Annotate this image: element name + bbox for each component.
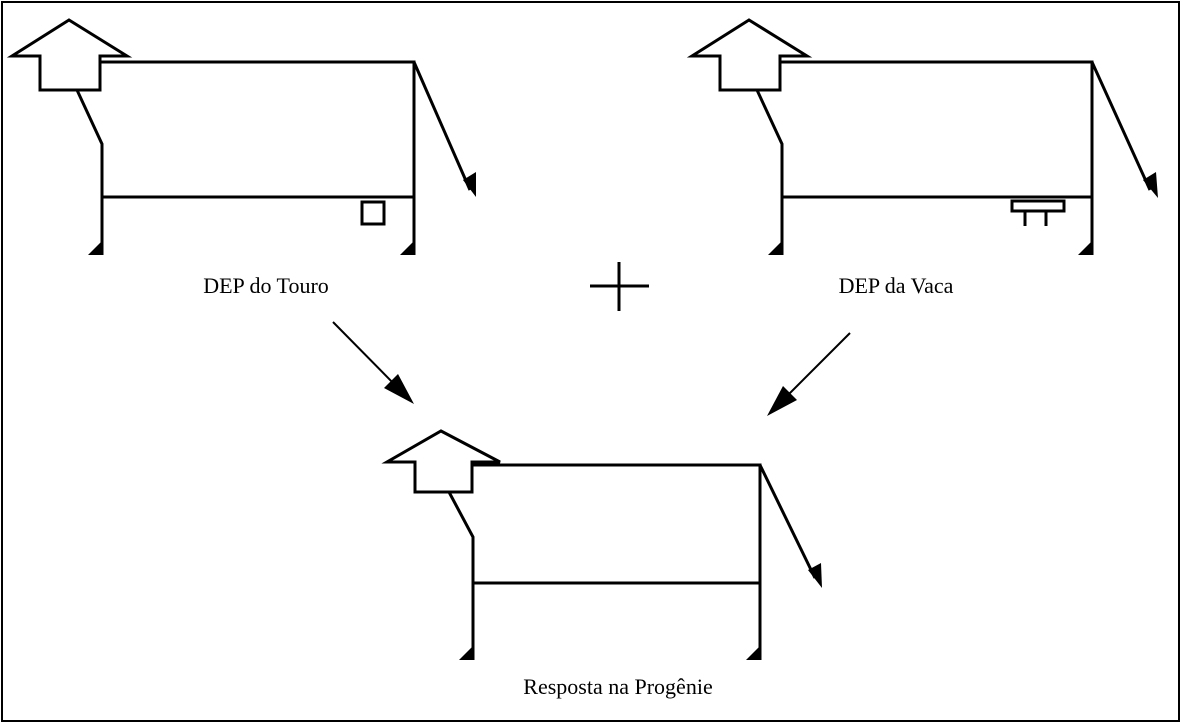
cow-tail-line [1090, 61, 1152, 191]
bull-tail-tip [463, 172, 476, 197]
bull-front-hoof [88, 241, 102, 255]
bull-rear-hoof [400, 241, 414, 255]
plus-sign [590, 262, 649, 311]
bull-scrotum [360, 200, 386, 226]
cow-figure [686, 18, 1158, 255]
arrow-bull-shaft [332, 321, 401, 391]
cow-teats [1023, 211, 1048, 226]
arrow-cow-to-progeny [767, 332, 851, 416]
bull-tail-line [412, 61, 472, 191]
progeny-figure [381, 429, 822, 660]
plus-sign-lines [590, 262, 649, 311]
arrow-bull-to-progeny [332, 321, 414, 404]
cow-back-line [780, 60, 1094, 255]
cow-udder [1010, 199, 1066, 213]
progeny-label: Resposta na Progênie [523, 674, 712, 699]
bull-label: DEP do Touro [203, 273, 329, 298]
bull-back-line [100, 60, 416, 255]
bull-head-arrow [6, 18, 133, 92]
arrow-cow-head [767, 386, 797, 416]
bull-neck-front-leg [75, 89, 104, 255]
progeny-back-line [472, 463, 762, 660]
cow-label: DEP da Vaca [839, 273, 954, 298]
cow-front-hoof [768, 241, 782, 255]
cow-neck-front-leg [755, 89, 784, 255]
arrow-cow-shaft [782, 332, 851, 401]
progeny-tail-tip [808, 563, 822, 588]
cow-tail-tip [1143, 172, 1158, 198]
progeny-tail-line [758, 464, 817, 579]
arrow-bull-head [384, 374, 414, 404]
cow-rear-hoof [1078, 241, 1092, 255]
progeny-rear-hoof [746, 646, 760, 660]
bull-figure [6, 18, 476, 255]
cow-head-arrow [686, 18, 813, 92]
progeny-front-hoof [459, 646, 473, 660]
progeny-neck-front-leg [447, 491, 475, 660]
progeny-head-arrow [381, 429, 501, 494]
